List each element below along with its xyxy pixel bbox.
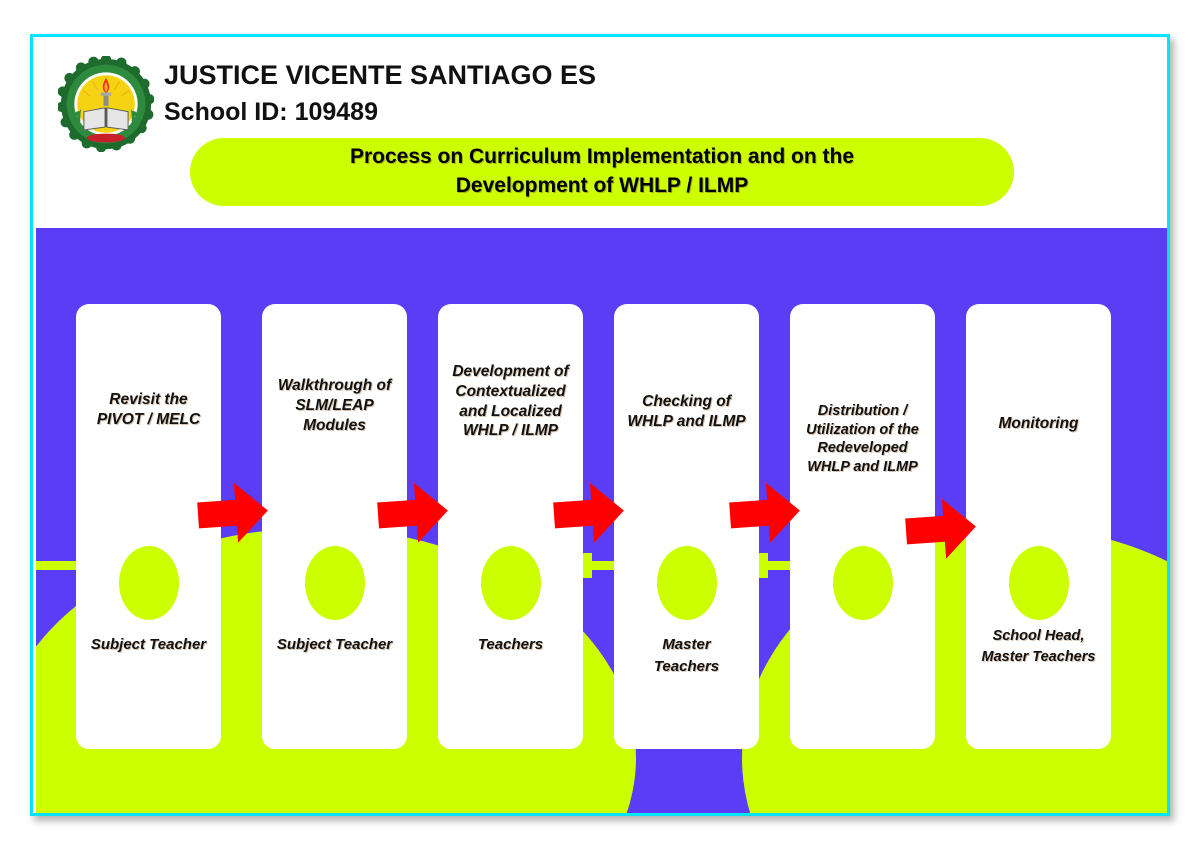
title-banner: Process on Curriculum Implementation and… (190, 138, 1014, 206)
process-step-role-4: Master Teachers (653, 636, 720, 675)
process-step-role-2: Subject Teacher (276, 636, 393, 653)
right-arrow-icon-5 (902, 493, 980, 564)
right-arrow-icon-3 (550, 477, 628, 548)
process-step-node-icon-4 (656, 546, 717, 620)
process-diagram-stage: Revisit the PIVOT / MELC Subject Teacher… (36, 228, 1167, 813)
process-step-role-1: Subject Teacher (90, 636, 207, 653)
title-line-1: Process on Curriculum Implementation and… (349, 145, 855, 169)
school-id-label: School ID: (164, 98, 288, 126)
process-connector-rail (36, 561, 1167, 570)
process-step-title-2: Walkthrough of SLM/LEAP Modules (277, 377, 392, 434)
rail-node-icon (224, 553, 240, 578)
slide-border: JUSTICE VICENTE SANTIAGO ES School ID: 1… (30, 34, 1170, 816)
process-step-title-6: Monitoring (998, 415, 1079, 432)
process-step-node-icon-3 (480, 546, 541, 620)
process-step-title-3: Development of Contextualized and Locali… (452, 363, 569, 440)
right-arrow-icon-2 (374, 477, 452, 548)
process-step-role-6: School Head, Master Teachers (981, 628, 1096, 666)
process-step-title-1: Revisit the PIVOT / MELC (96, 391, 201, 428)
right-arrow-icon-4 (726, 477, 804, 548)
process-step-node-icon-1 (118, 546, 179, 620)
right-arrow-icon-1 (194, 477, 272, 548)
slide-wrapper: JUSTICE VICENTE SANTIAGO ES School ID: 1… (30, 34, 1170, 816)
process-step-node-icon-5 (832, 546, 893, 620)
school-seal-icon (56, 54, 155, 153)
process-step-title-4: Checking of WHLP and ILMP (627, 393, 746, 430)
title-line-2: Development of WHLP / ILMP (455, 174, 749, 197)
school-id-row: School ID: 109489 (164, 98, 378, 127)
school-id-value: 109489 (294, 98, 378, 126)
process-step-title-5: Distribution / Utilization of the Redeve… (806, 403, 919, 475)
process-step-card-6[interactable]: Monitoring School Head, Master Teachers (966, 304, 1111, 749)
process-step-role-3: Teachers (477, 636, 544, 653)
process-step-node-icon-6 (1008, 546, 1069, 620)
process-step-card-1[interactable]: Revisit the PIVOT / MELC Subject Teacher (76, 304, 221, 749)
school-name: JUSTICE VICENTE SANTIAGO ES (164, 60, 597, 90)
process-step-node-icon-2 (304, 546, 365, 620)
slide-header: JUSTICE VICENTE SANTIAGO ES School ID: 1… (36, 40, 1167, 228)
